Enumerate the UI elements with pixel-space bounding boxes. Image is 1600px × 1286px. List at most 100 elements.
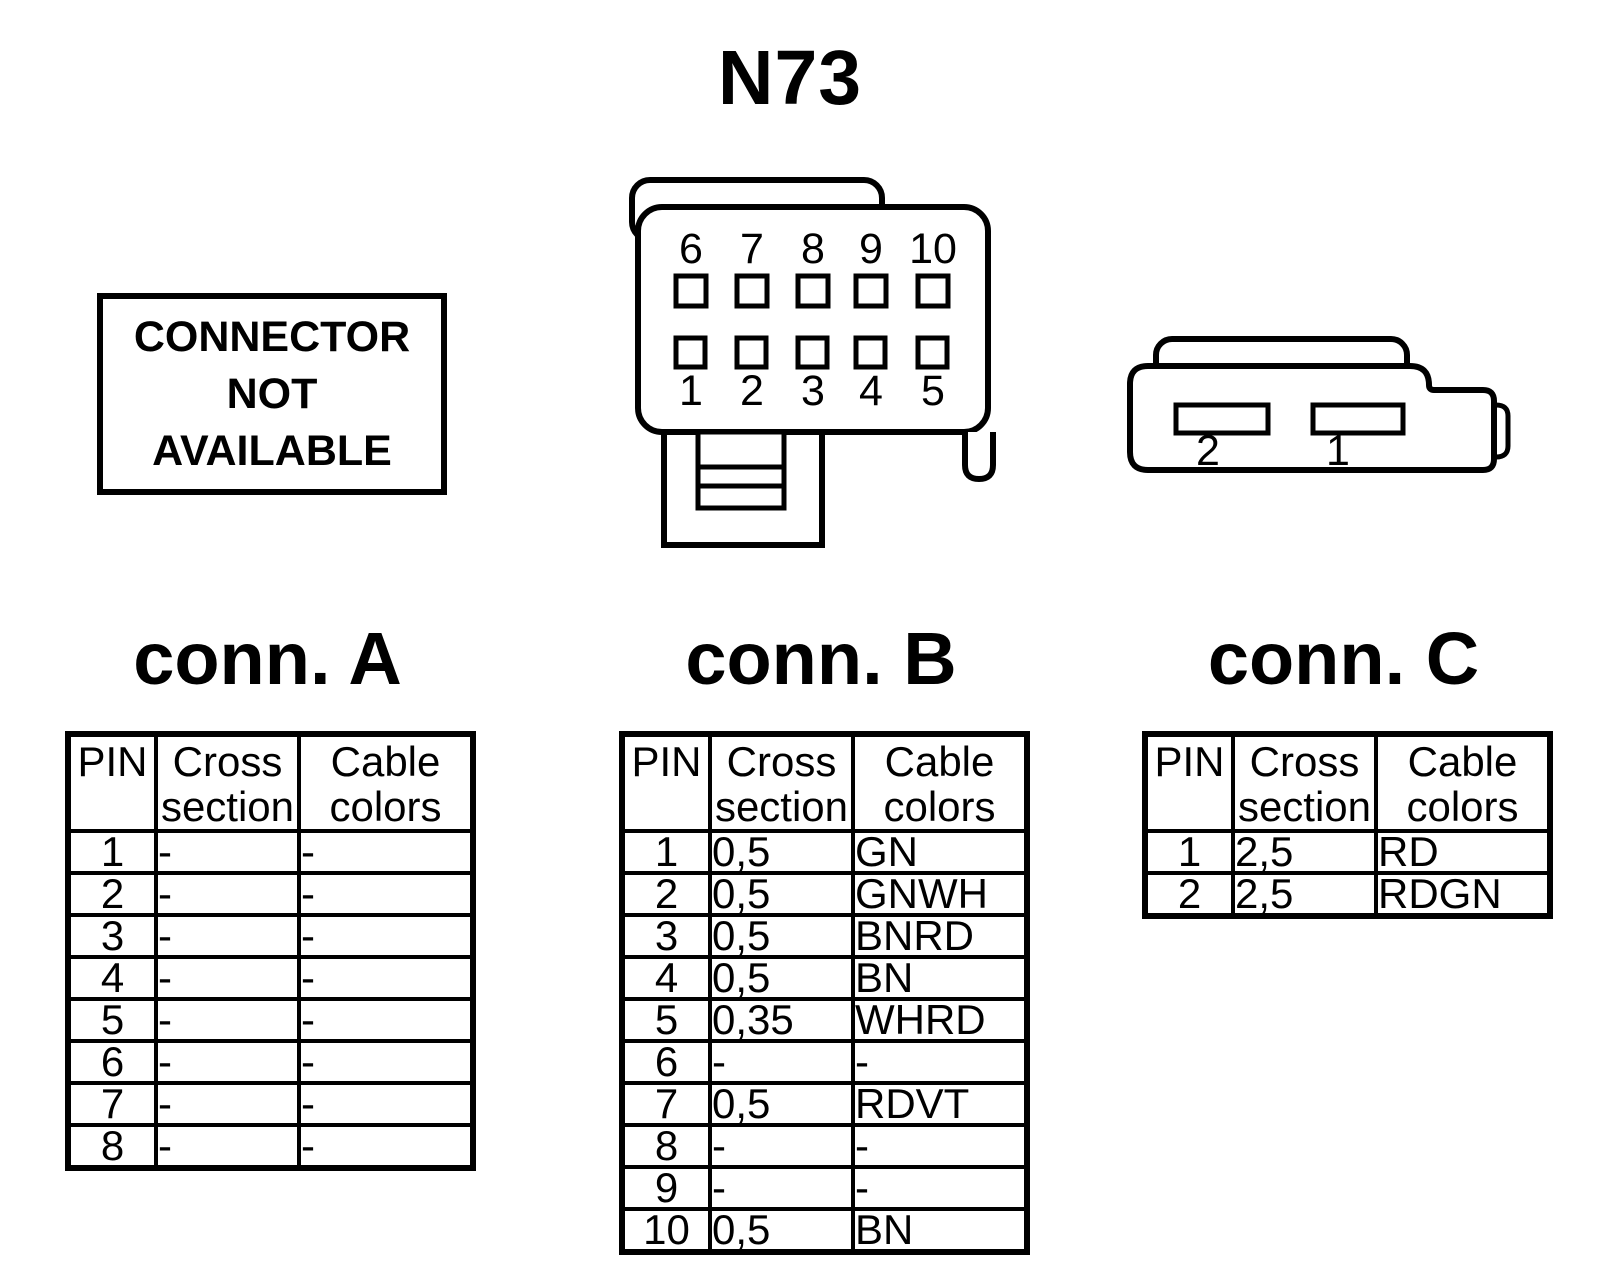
pin-cell: 3: [620, 913, 712, 959]
notice-line-1: CONNECTOR: [133, 312, 411, 361]
pin-cell: 8: [620, 1123, 712, 1169]
cable-color-cell: -: [297, 1081, 475, 1127]
cable-color-cell: -: [297, 1039, 475, 1085]
column-header-cross-section: Cross section: [708, 732, 855, 833]
pin-row: 6--: [66, 1039, 475, 1085]
notice-line-2: NOT: [226, 369, 318, 418]
cable-color-cell: WHRD: [851, 997, 1029, 1043]
pin-number-label: 2: [740, 367, 764, 415]
cross-section-cell: 2,5: [1231, 829, 1378, 875]
pin-number-label: 5: [921, 367, 945, 415]
pin-cell: 2: [620, 871, 712, 917]
pin-cell: 4: [620, 955, 712, 1001]
cable-color-cell: -: [297, 955, 475, 1001]
cross-section-cell: -: [708, 1039, 855, 1085]
pin-cell: 5: [620, 997, 712, 1043]
pin-holes-top-row: [673, 273, 951, 309]
pin-number-label: 10: [909, 225, 957, 273]
pin-hole-8: [795, 273, 831, 309]
pin-holes-bottom-row: [673, 335, 950, 370]
cross-section-cell: -: [154, 871, 301, 917]
latch-inner: [695, 429, 787, 511]
pin-row: 6--: [620, 1039, 1029, 1085]
pin-row: 5--: [66, 997, 475, 1043]
pin-cell: 1: [1143, 829, 1235, 875]
cable-color-cell: -: [851, 1165, 1029, 1211]
pin-row: 1--: [66, 829, 475, 875]
pin-row: 4--: [66, 955, 475, 1001]
pin-row: 3--: [66, 913, 475, 959]
pin-cell: 6: [66, 1039, 158, 1085]
pin-hole-6: [673, 273, 709, 309]
connector-10pin-drawing: 6 7 8 9 10 1 2 3 4 5: [629, 177, 996, 548]
column-header-cross-section: Cross section: [154, 732, 301, 833]
pin-row: 2--: [66, 871, 475, 917]
column-header-pin: PIN: [620, 732, 712, 833]
conn-b-title: conn. B: [685, 617, 957, 700]
connector-not-available-box: CONNECTOR NOT AVAILABLE: [97, 293, 447, 495]
pin-cell: 2: [1143, 871, 1235, 918]
pin-hole-7: [734, 273, 770, 309]
pin-hole-1: [673, 335, 708, 370]
pin-hole-3: [795, 335, 830, 370]
pin-row: 9--: [620, 1165, 1029, 1211]
cable-color-cell: GN: [851, 829, 1029, 875]
cross-section-cell: 0,5: [708, 829, 855, 875]
cable-color-cell: BN: [851, 1207, 1029, 1254]
pin-number-label: 1: [679, 367, 703, 415]
cross-section-cell: -: [154, 913, 301, 959]
column-header-cable-colors: Cable colors: [297, 732, 475, 833]
pin-number-label: 3: [801, 367, 825, 415]
pin-row: 8--: [66, 1123, 475, 1170]
cross-section-cell: 0,5: [708, 913, 855, 959]
pin-number-labels: 6 7 8 9 10 1 2 3 4 5: [679, 225, 957, 415]
cable-color-cell: -: [851, 1123, 1029, 1169]
pin-cell: 3: [66, 913, 158, 959]
pin-cell: 10: [620, 1207, 712, 1254]
pin-slot-2: [1173, 402, 1271, 436]
pin-row: 7--: [66, 1081, 475, 1127]
cable-color-cell: RDVT: [851, 1081, 1029, 1127]
cross-section-cell: 0,5: [708, 1081, 855, 1127]
cross-section-cell: -: [154, 997, 301, 1043]
cross-section-cell: 0,5: [708, 1207, 855, 1254]
cable-color-cell: RDGN: [1374, 871, 1552, 918]
cross-section-cell: -: [708, 1165, 855, 1211]
pin-row: 8--: [620, 1123, 1029, 1169]
cross-section-cell: -: [708, 1123, 855, 1169]
pin-cell: 6: [620, 1039, 712, 1085]
cross-section-cell: -: [154, 1123, 301, 1170]
cable-color-cell: -: [297, 871, 475, 917]
pin-cell: 9: [620, 1165, 712, 1211]
column-header-pin: PIN: [66, 732, 158, 833]
cross-section-cell: 0,5: [708, 955, 855, 1001]
pin-number-label: 9: [859, 225, 883, 273]
column-header-cable-colors: Cable colors: [1374, 732, 1552, 833]
connector-side-leg: [962, 432, 996, 483]
cable-color-cell: BNRD: [851, 913, 1029, 959]
pin-hole-5: [915, 335, 950, 370]
cross-section-cell: -: [154, 955, 301, 1001]
conn-c-title: conn. C: [1207, 617, 1480, 700]
pin-number-label: 7: [740, 225, 764, 273]
pin-cell: 1: [66, 829, 158, 875]
pin-number-label: 2: [1196, 427, 1220, 475]
cross-section-cell: -: [154, 1039, 301, 1085]
cable-color-cell: -: [297, 997, 475, 1043]
cable-color-cell: -: [297, 1123, 475, 1170]
cross-section-cell: -: [154, 829, 301, 875]
page-title: N73: [717, 35, 863, 121]
cross-section-cell: 2,5: [1231, 871, 1378, 918]
pin-number-label: 8: [801, 225, 825, 273]
